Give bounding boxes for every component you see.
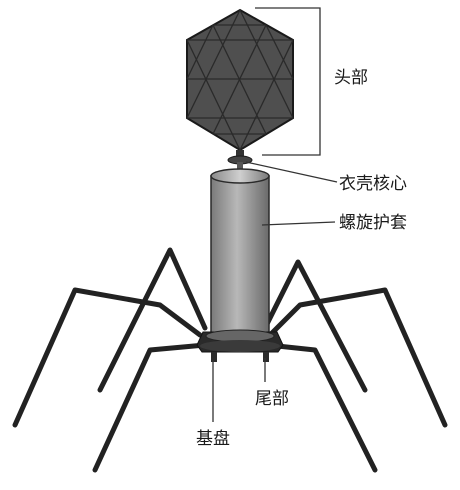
label-collar: 衣壳核心 — [339, 174, 407, 194]
label-baseplate: 基盘 — [196, 429, 230, 449]
label-head: 头部 — [334, 68, 368, 88]
tail-fiber-left-back — [100, 250, 205, 390]
helical-sheath — [211, 169, 269, 334]
label-sheath: 螺旋护套 — [339, 213, 407, 233]
tail-fiber-right-outer — [270, 290, 445, 425]
sheath-leader — [262, 222, 335, 225]
tail-fiber-left-outer — [15, 290, 200, 425]
label-tail: 尾部 — [255, 389, 289, 409]
capsid-head — [187, 10, 293, 150]
base-plate — [197, 330, 283, 362]
